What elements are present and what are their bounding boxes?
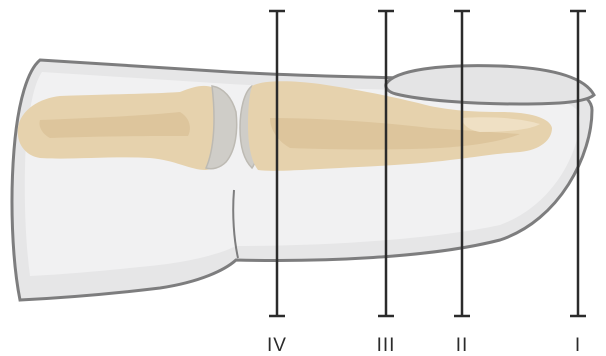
zone-label-iv: IV: [267, 336, 287, 355]
zone-label-ii: II: [456, 336, 469, 355]
fingernail: [386, 66, 594, 104]
nail-plate: [386, 66, 594, 104]
zone-label-i: I: [575, 336, 581, 355]
zone-label-iii: III: [377, 336, 396, 355]
